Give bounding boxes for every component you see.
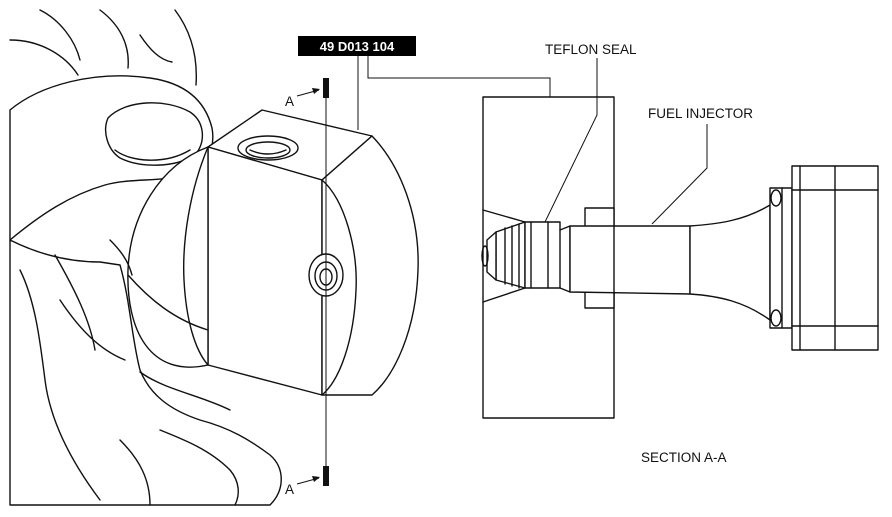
threaded-port	[237, 135, 299, 161]
injector-connector-ring	[769, 187, 793, 329]
section-mark-top-bar	[323, 78, 329, 98]
section-view	[481, 96, 879, 419]
teflon-seal-label: TEFLON SEAL	[545, 42, 637, 57]
tool-number-tag: 49 D013 104	[298, 36, 551, 130]
sst-tool-body	[109, 109, 419, 396]
teflon-seal	[524, 221, 561, 289]
tool-side-face	[207, 146, 323, 396]
section-mark-bottom: A	[285, 482, 294, 497]
finger-upper	[39, 9, 198, 86]
tool-front-face	[321, 135, 419, 396]
section-mark-bottom-bar	[323, 466, 329, 486]
fuel-injector-label: FUEL INJECTOR	[648, 106, 753, 121]
section-mark-top: A	[285, 94, 294, 109]
hand-illustration	[9, 9, 282, 506]
palm-lower	[9, 239, 282, 506]
section-title: SECTION A-A	[641, 450, 727, 465]
callout-teflon-seal: TEFLON SEAL	[544, 42, 637, 223]
injector-body	[569, 225, 691, 295]
callout-fuel-injector: FUEL INJECTOR	[648, 106, 753, 225]
section-line: A A	[285, 78, 329, 497]
tool-tag-background	[298, 36, 416, 56]
tool-number: 49 D013 104	[320, 39, 395, 54]
